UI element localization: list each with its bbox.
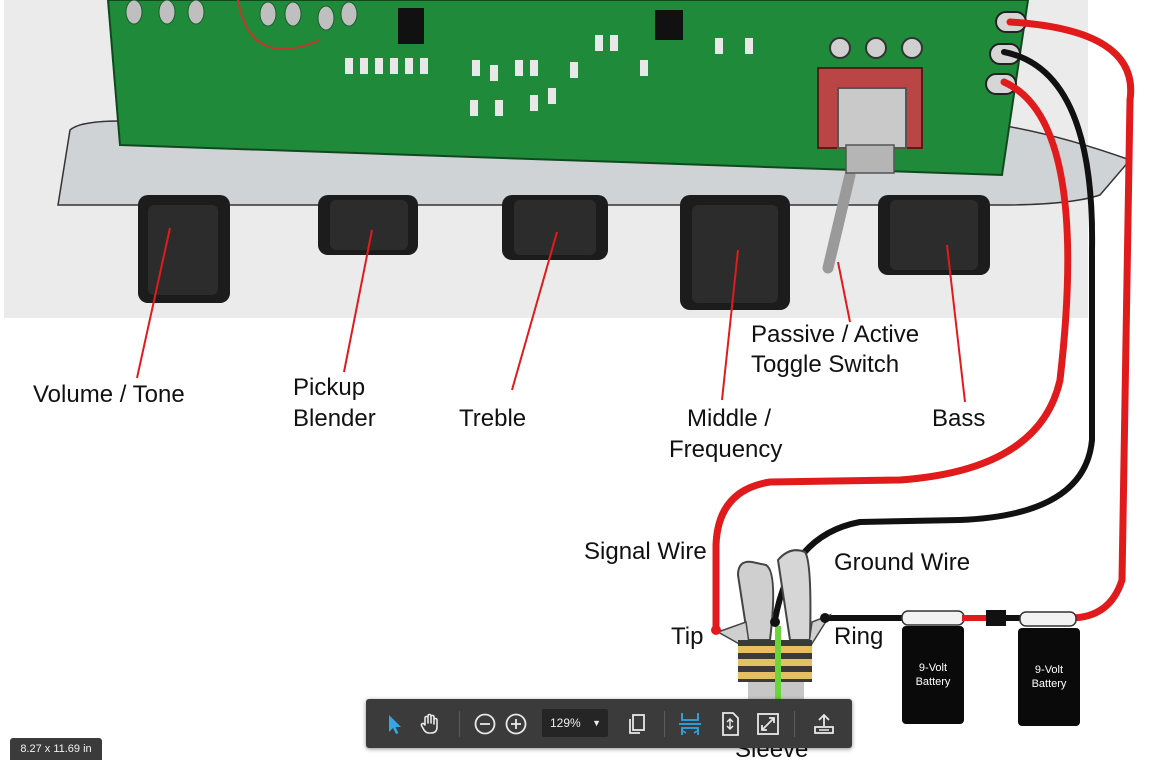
- red-battery-wire: [1006, 18, 1135, 622]
- label-middle-line1: Middle /: [687, 405, 772, 432]
- label-pickup-blender-line1: Pickup: [293, 374, 366, 401]
- label-pickup-blender-line2: Blender: [293, 405, 376, 432]
- fullscreen-button[interactable]: [752, 708, 784, 740]
- select-tool-button[interactable]: [378, 708, 410, 740]
- battery-right-label-1: 9-Volt: [1035, 664, 1063, 676]
- zoom-level-select[interactable]: 129% ▼: [542, 709, 608, 737]
- label-ground-wire: Ground Wire: [834, 549, 971, 576]
- zoom-out-icon: [474, 713, 496, 735]
- toolbar-separator: [459, 711, 460, 737]
- battery-link-connector: [986, 610, 1006, 626]
- battery-left: [902, 626, 964, 724]
- battery-right-label-2: Battery: [1032, 678, 1067, 690]
- zoom-in-button[interactable]: [500, 708, 532, 740]
- knob-treble: [502, 195, 608, 260]
- select-arrow-icon: [389, 715, 401, 734]
- battery-right: [1018, 628, 1080, 726]
- battery-clip-right: [1019, 611, 1077, 627]
- toolbar-separator: [664, 711, 665, 737]
- label-volume-tone: Volume / Tone: [33, 381, 185, 408]
- label-signal-wire: Signal Wire: [584, 538, 707, 565]
- label-tip: Tip: [671, 623, 704, 650]
- label-bass: Bass: [932, 405, 986, 432]
- label-treble: Treble: [459, 405, 527, 432]
- fit-width-button[interactable]: [674, 708, 706, 740]
- pcb-chips: [398, 8, 683, 44]
- black-ground-wire: [772, 49, 1096, 623]
- share-upload-button[interactable]: [808, 708, 840, 740]
- fit-page-button[interactable]: [714, 708, 746, 740]
- knob-middle: [680, 195, 790, 310]
- page-pages-icon: [629, 714, 645, 734]
- toggle-lever: [822, 169, 856, 274]
- label-ring: Ring: [834, 623, 884, 650]
- fit-width-icon: [679, 713, 701, 735]
- knob-volume-tone: [138, 195, 230, 303]
- battery-left-label-1: 9-Volt: [919, 662, 947, 674]
- chevron-down-icon: ▼: [592, 718, 601, 728]
- fullscreen-icon: [757, 713, 779, 735]
- page-navigation-button[interactable]: [621, 708, 653, 740]
- label-toggle-line1: Passive / Active: [751, 321, 920, 348]
- upload-share-icon: [814, 713, 834, 734]
- fit-page-icon: [722, 712, 739, 736]
- battery-clip-left: [901, 610, 965, 626]
- label-middle-line2: Frequency: [669, 436, 783, 463]
- pointer-lines: [136, 227, 966, 403]
- stereo-jack: [711, 549, 832, 702]
- toolbar-separator: [794, 711, 795, 737]
- viewer-toolbar: 129% ▼: [366, 699, 852, 748]
- red-signal-wire: [712, 78, 1072, 634]
- zoom-level-value: 129%: [550, 716, 581, 730]
- pan-tool-button[interactable]: [414, 708, 446, 740]
- pcb-solder-pads: [125, 0, 358, 31]
- label-toggle-line2: Toggle Switch: [751, 351, 900, 378]
- zoom-out-button[interactable]: [469, 708, 501, 740]
- page-size-indicator: 8.27 x 11.69 in: [10, 738, 102, 760]
- circuit-board: [106, 0, 1030, 177]
- battery-left-label-2: Battery: [916, 676, 951, 688]
- pcb-red-jumper: [237, 0, 321, 50]
- pcb-components: [345, 35, 753, 116]
- zoom-in-icon: [505, 713, 527, 735]
- knob-pickup-blender: [318, 195, 418, 255]
- toggle-switch-body: [817, 37, 923, 174]
- knob-bass: [878, 195, 990, 275]
- hand-pan-icon: [420, 713, 438, 734]
